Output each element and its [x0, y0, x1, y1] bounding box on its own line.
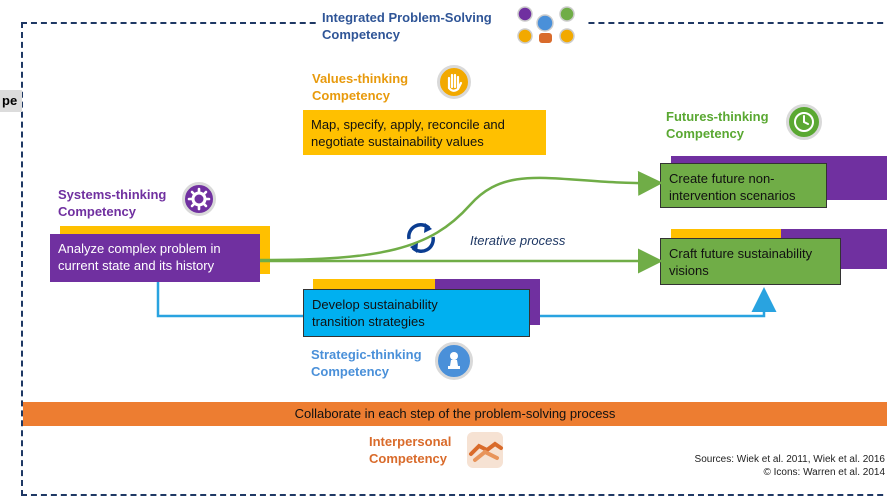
values-box-line2: negotiate sustainability values [311, 134, 484, 149]
systems-label-line2: Competency [58, 204, 137, 219]
systems-box-line1: Analyze complex problem in [58, 241, 221, 256]
interpersonal-label: Interpersonal Competency [369, 433, 451, 467]
values-label: Values-thinking Competency [312, 70, 408, 104]
clock-icon [786, 104, 822, 140]
systems-box: Analyze complex problem in current state… [50, 234, 260, 282]
collaborate-text: Collaborate in each step of the problem-… [294, 406, 616, 421]
interpersonal-label-line2: Competency [369, 451, 448, 466]
sources-note: Sources: Wiek et al. 2011, Wiek et al. 2… [695, 453, 885, 479]
futures-box2: Craft future sustainability visions [660, 238, 841, 285]
values-label-line2: Competency [312, 88, 391, 103]
collaborate-bar: Collaborate in each step of the problem-… [23, 402, 887, 426]
interpersonal-label-line1: Interpersonal [369, 434, 452, 449]
futures-label: Futures-thinking Competency [666, 108, 769, 142]
futures-label-line1: Futures-thinking [666, 109, 769, 124]
integrated-label-line2: Competency [322, 27, 401, 42]
iterative-label: Iterative process [470, 233, 566, 248]
cropped-side-text: pe [2, 93, 18, 108]
strategic-label: Strategic-thinking Competency [311, 346, 422, 380]
integrated-label: Integrated Problem-Solving Competency [322, 9, 492, 43]
futures-box1-line1: Create future non- [669, 171, 775, 186]
strategic-label-line2: Competency [311, 364, 390, 379]
cropped-side-label: pe [0, 90, 22, 112]
integrated-label-line1: Integrated Problem-Solving [322, 10, 492, 25]
values-label-line1: Values-thinking [312, 71, 409, 86]
values-box: Map, specify, apply, reconcile and negot… [303, 110, 546, 155]
strategic-label-line1: Strategic-thinking [311, 347, 422, 362]
values-box-line1: Map, specify, apply, reconcile and [311, 117, 505, 132]
futures-box2-line2: visions [669, 263, 709, 278]
futures-box1-line2: intervention scenarios [669, 188, 796, 203]
connector-arrows [156, 170, 777, 318]
strategic-box-line1: Develop sustainability [312, 297, 438, 312]
futures-box2-line1: Craft future sustainability [669, 246, 813, 261]
sources-line2: © Icons: Warren et al. 2014 [763, 467, 886, 478]
gear-icon [182, 182, 216, 216]
systems-box-line2: current state and its history [58, 258, 215, 273]
hand-icon [437, 65, 471, 99]
systems-label: Systems-thinking Competency [58, 186, 166, 220]
handshake-icon [465, 430, 505, 470]
strategic-box: Develop sustainability transition strate… [303, 289, 530, 337]
systems-label-line1: Systems-thinking [58, 187, 167, 202]
cluster-of-competency-icons [511, 5, 581, 45]
cycle-arrows-icon [401, 219, 441, 257]
strategic-box-line2: transition strategies [312, 314, 425, 329]
sources-line1: Sources: Wiek et al. 2011, Wiek et al. 2… [694, 454, 885, 465]
chess-pawn-icon [435, 342, 473, 380]
futures-label-line2: Competency [666, 126, 745, 141]
